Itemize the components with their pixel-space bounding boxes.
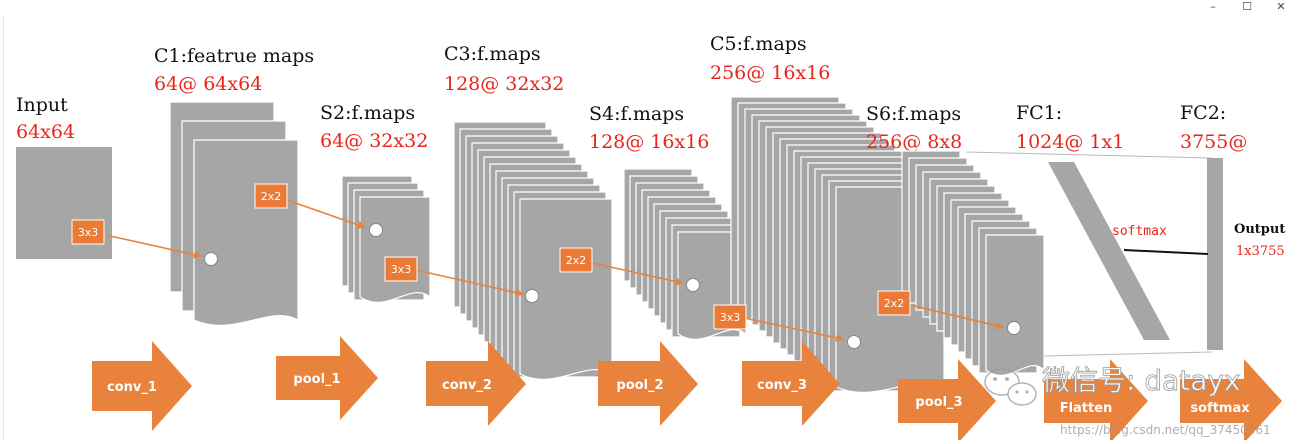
arrow-conv-1: conv_1 — [92, 341, 192, 431]
maximize-icon[interactable]: ☐ — [1242, 0, 1252, 13]
kernel-box-2: 2x2 — [254, 183, 288, 209]
diagram-canvas: Input 64x64 C1:featrue maps 64@ 64x64 S2… — [3, 16, 1304, 443]
kernel-connections — [105, 198, 1004, 342]
watermark-text: 微信号: datayx — [1042, 364, 1241, 397]
close-icon[interactable]: ✕ — [1276, 0, 1286, 13]
input-size: 64x64 — [16, 121, 75, 143]
feature-map-sheet — [359, 196, 431, 303]
svg-text:conv_2: conv_2 — [442, 378, 492, 393]
svg-text:conv_1: conv_1 — [107, 380, 157, 395]
feature-map-sheet — [519, 198, 613, 380]
c1-size: 64@ 64x64 — [154, 73, 262, 95]
kernel-box-4: 2x2 — [559, 247, 593, 273]
window-titlebar: – ☐ ✕ — [0, 0, 1308, 16]
svg-text:conv_3: conv_3 — [757, 378, 807, 393]
svg-text:softmax: softmax — [1190, 401, 1250, 416]
arrow-conv-3: conv_3 — [742, 341, 840, 426]
arrow-pool-2: pool_2 — [598, 341, 698, 426]
output-title: Output — [1234, 222, 1285, 237]
c1-map-stack — [169, 101, 299, 326]
c3-map-stack — [453, 121, 613, 380]
s6-size: 256@ 8x8 — [866, 131, 962, 153]
softmax-label: softmax — [1112, 224, 1167, 239]
c3-title: C3:f.maps — [444, 43, 541, 65]
svg-text:3x3: 3x3 — [78, 226, 99, 239]
layer-fc: FC1: 1024@ 1x1 FC2: 3755@ softmax Output… — [965, 102, 1285, 357]
arrow-flatten: Flatten — [1044, 359, 1148, 443]
c3-size: 128@ 32x32 — [444, 73, 564, 95]
watermark: 微信号: datayx https://blog.csdn.net/qq_374… — [984, 364, 1271, 437]
svg-text:Flatten: Flatten — [1060, 401, 1113, 416]
s6-map-stack — [901, 150, 1045, 376]
fc-perspective-line-top — [965, 151, 1213, 159]
kernel-box-3: 3x3 — [384, 256, 418, 282]
fc2-bar — [1207, 158, 1223, 350]
arrow-softmax: softmax — [1180, 359, 1282, 443]
svg-text:3x3: 3x3 — [720, 311, 741, 324]
kernel-boxes: 3x3 2x2 3x3 2x2 3x3 2x2 — [71, 183, 911, 330]
cnn-architecture-diagram: Input 64x64 C1:featrue maps 64@ 64x64 S2… — [16, 33, 1285, 443]
fc-perspective-line-bottom — [1043, 351, 1213, 357]
operation-arrows: conv_1 pool_1 conv_2 pool_2 conv_3 pool_… — [92, 336, 1282, 443]
input-title: Input — [16, 94, 68, 116]
arrow-conv-2: conv_2 — [426, 341, 526, 426]
svg-text:3x3: 3x3 — [391, 263, 412, 276]
fc1-size: 1024@ 1x1 — [1016, 131, 1124, 153]
s6-title: S6:f.maps — [866, 103, 961, 125]
fc2-title: FC2: — [1180, 102, 1226, 124]
c5-title: C5:f.maps — [710, 33, 807, 55]
layer-c1: C1:featrue maps 64@ 64x64 — [154, 45, 314, 326]
arrow-pool-1: pool_1 — [276, 336, 378, 420]
fc2-size: 3755@ — [1180, 131, 1247, 153]
s2-size: 64@ 32x32 — [320, 130, 428, 152]
s2-map-stack — [341, 175, 431, 303]
arrow-pool-3: pool_3 — [898, 359, 996, 443]
s2-title: S2:f.maps — [320, 102, 415, 124]
c5-size: 256@ 16x16 — [710, 62, 830, 84]
fc1-bar — [1048, 162, 1170, 340]
layer-s6: S6:f.maps 256@ 8x8 — [866, 103, 1045, 376]
feature-map-sheet — [193, 139, 299, 326]
feature-map-sheet — [985, 234, 1045, 376]
svg-text:pool_2: pool_2 — [616, 378, 663, 393]
svg-text:2x2: 2x2 — [884, 297, 905, 310]
wechat-icon — [984, 368, 1037, 406]
layer-c3: C3:f.maps 128@ 32x32 — [444, 43, 613, 380]
fc-connection-line — [1123, 249, 1209, 255]
output-size: 1x3755 — [1236, 244, 1285, 259]
svg-text:2x2: 2x2 — [566, 254, 587, 267]
receptive-field-dots — [204, 223, 1021, 349]
s4-size: 128@ 16x16 — [589, 131, 709, 153]
svg-text:2x2: 2x2 — [261, 190, 282, 203]
s4-title: S4:f.maps — [589, 103, 684, 125]
svg-text:pool_1: pool_1 — [293, 372, 340, 387]
kernel-box-6: 2x2 — [877, 290, 911, 316]
kernel-box-1: 3x3 — [71, 219, 105, 245]
kernel-box-5: 3x3 — [713, 304, 747, 330]
svg-text:pool_3: pool_3 — [915, 395, 962, 410]
fc1-title: FC1: — [1016, 102, 1062, 124]
minimize-icon[interactable]: – — [1210, 0, 1216, 13]
c1-title: C1:featrue maps — [154, 45, 314, 67]
watermark-url: https://blog.csdn.net/qq_37450561 — [1060, 423, 1271, 437]
